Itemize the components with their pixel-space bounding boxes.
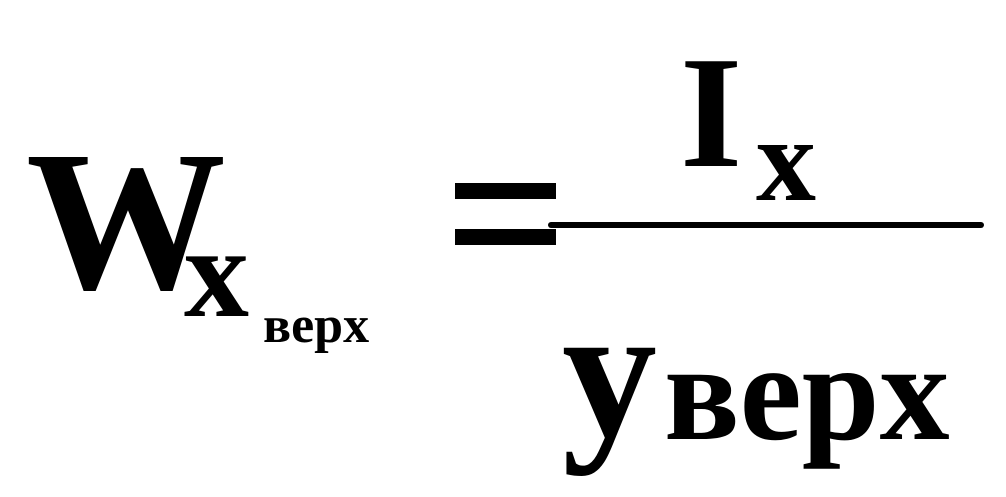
fraction-bar [548,222,984,228]
lhs-subscript-upper: верх [263,297,370,354]
denominator-symbol-y: y [562,267,657,477]
equals-bar-bottom [455,229,556,245]
lhs-symbol-w: W [26,111,226,332]
denominator-subscript-upper: верх [664,315,950,470]
equals-bar-top [455,183,556,199]
numerator-subscript-x: x [756,93,816,226]
lhs-subscript-x: x [184,201,249,345]
numerator-symbol-i: I [680,23,743,201]
